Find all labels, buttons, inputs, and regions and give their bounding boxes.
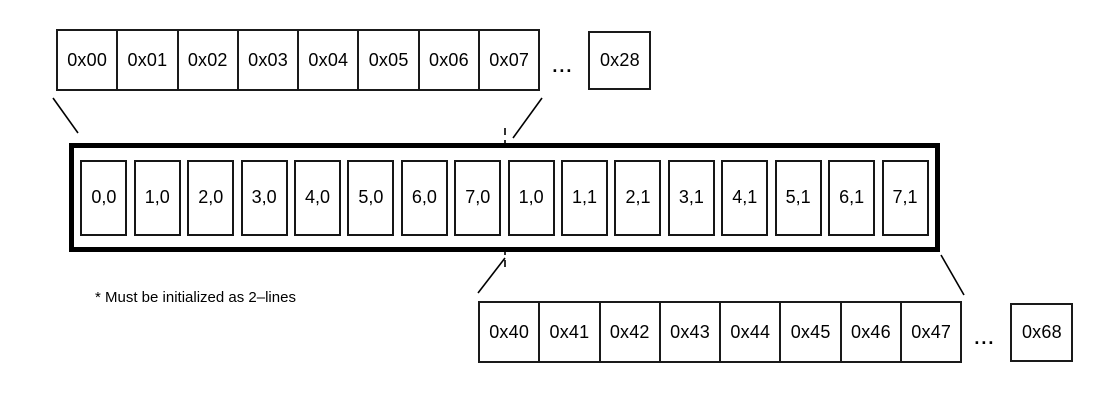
texel-cell: 6,1: [828, 159, 876, 236]
address-cell: 0x45: [779, 303, 839, 361]
ellipsis: ...: [974, 328, 996, 348]
address-cell: 0x40: [489, 321, 530, 342]
address-cell: 0x02: [176, 31, 237, 89]
ellipsis: ...: [552, 56, 574, 76]
texel-cell: 1,0: [133, 159, 181, 236]
texel-cell: 0,0: [80, 159, 128, 236]
address-cell: 0x41: [538, 303, 598, 361]
bottom-address-row: 0x40 0x41 0x42 0x43 0x44 0x45 0x46 0x47 …: [478, 301, 1074, 363]
address-cell: 0x03: [236, 31, 297, 89]
texel-cell: 1,1: [561, 159, 609, 236]
texel-cell: 3,0: [240, 159, 288, 236]
texel-cell: 2,1: [614, 159, 662, 236]
address-cell: 0x42: [598, 303, 659, 361]
connector-bottom-left-line: [477, 257, 506, 294]
top-address-run: 0x00 0x01 0x02 0x03 0x04 0x05 0x06 0x07: [56, 29, 541, 91]
texel-cell: 4,0: [294, 159, 342, 236]
address-cell: 0x43: [658, 303, 719, 361]
address-cell: 0x00: [67, 49, 108, 70]
address-cell: 0x46: [839, 303, 900, 361]
address-cell: 0x05: [357, 31, 417, 89]
texel-cell: 7,0: [454, 159, 502, 236]
bottom-address-run: 0x40 0x41 0x42 0x43 0x44 0x45 0x46 0x47: [478, 301, 963, 363]
address-cell: 0x47: [900, 303, 960, 361]
texel-cell: 5,0: [347, 159, 395, 236]
texel-cell: 2,0: [187, 159, 235, 236]
connector-top-right-line: [512, 97, 543, 139]
texel-cell: 7,1: [881, 159, 929, 236]
address-cell: 0x07: [478, 31, 538, 89]
texel-cell: 4,1: [721, 159, 769, 236]
address-cell: 0x01: [116, 31, 176, 89]
address-cell-end: 0x28: [588, 30, 652, 90]
texel-cell: 1,0: [507, 159, 555, 236]
address-cell-end: 0x68: [1010, 302, 1074, 362]
address-cell: 0x06: [417, 31, 478, 89]
cache-line-container: 0,0 1,0 2,0 3,0 4,0 5,0 6,0 7,0 1,0 1,1 …: [69, 143, 940, 252]
connector-top-left-line: [52, 97, 79, 134]
address-cell: 0x04: [297, 31, 357, 89]
top-address-row: 0x00 0x01 0x02 0x03 0x04 0x05 0x06 0x07 …: [56, 29, 652, 91]
address-cell: 0x44: [719, 303, 779, 361]
texel-cell: 5,1: [774, 159, 822, 236]
connector-bottom-right-line: [940, 254, 965, 296]
texel-cell: 3,1: [667, 159, 715, 236]
footnote: * Must be initialized as 2–lines: [95, 289, 296, 306]
texel-cell: 6,0: [400, 159, 448, 236]
